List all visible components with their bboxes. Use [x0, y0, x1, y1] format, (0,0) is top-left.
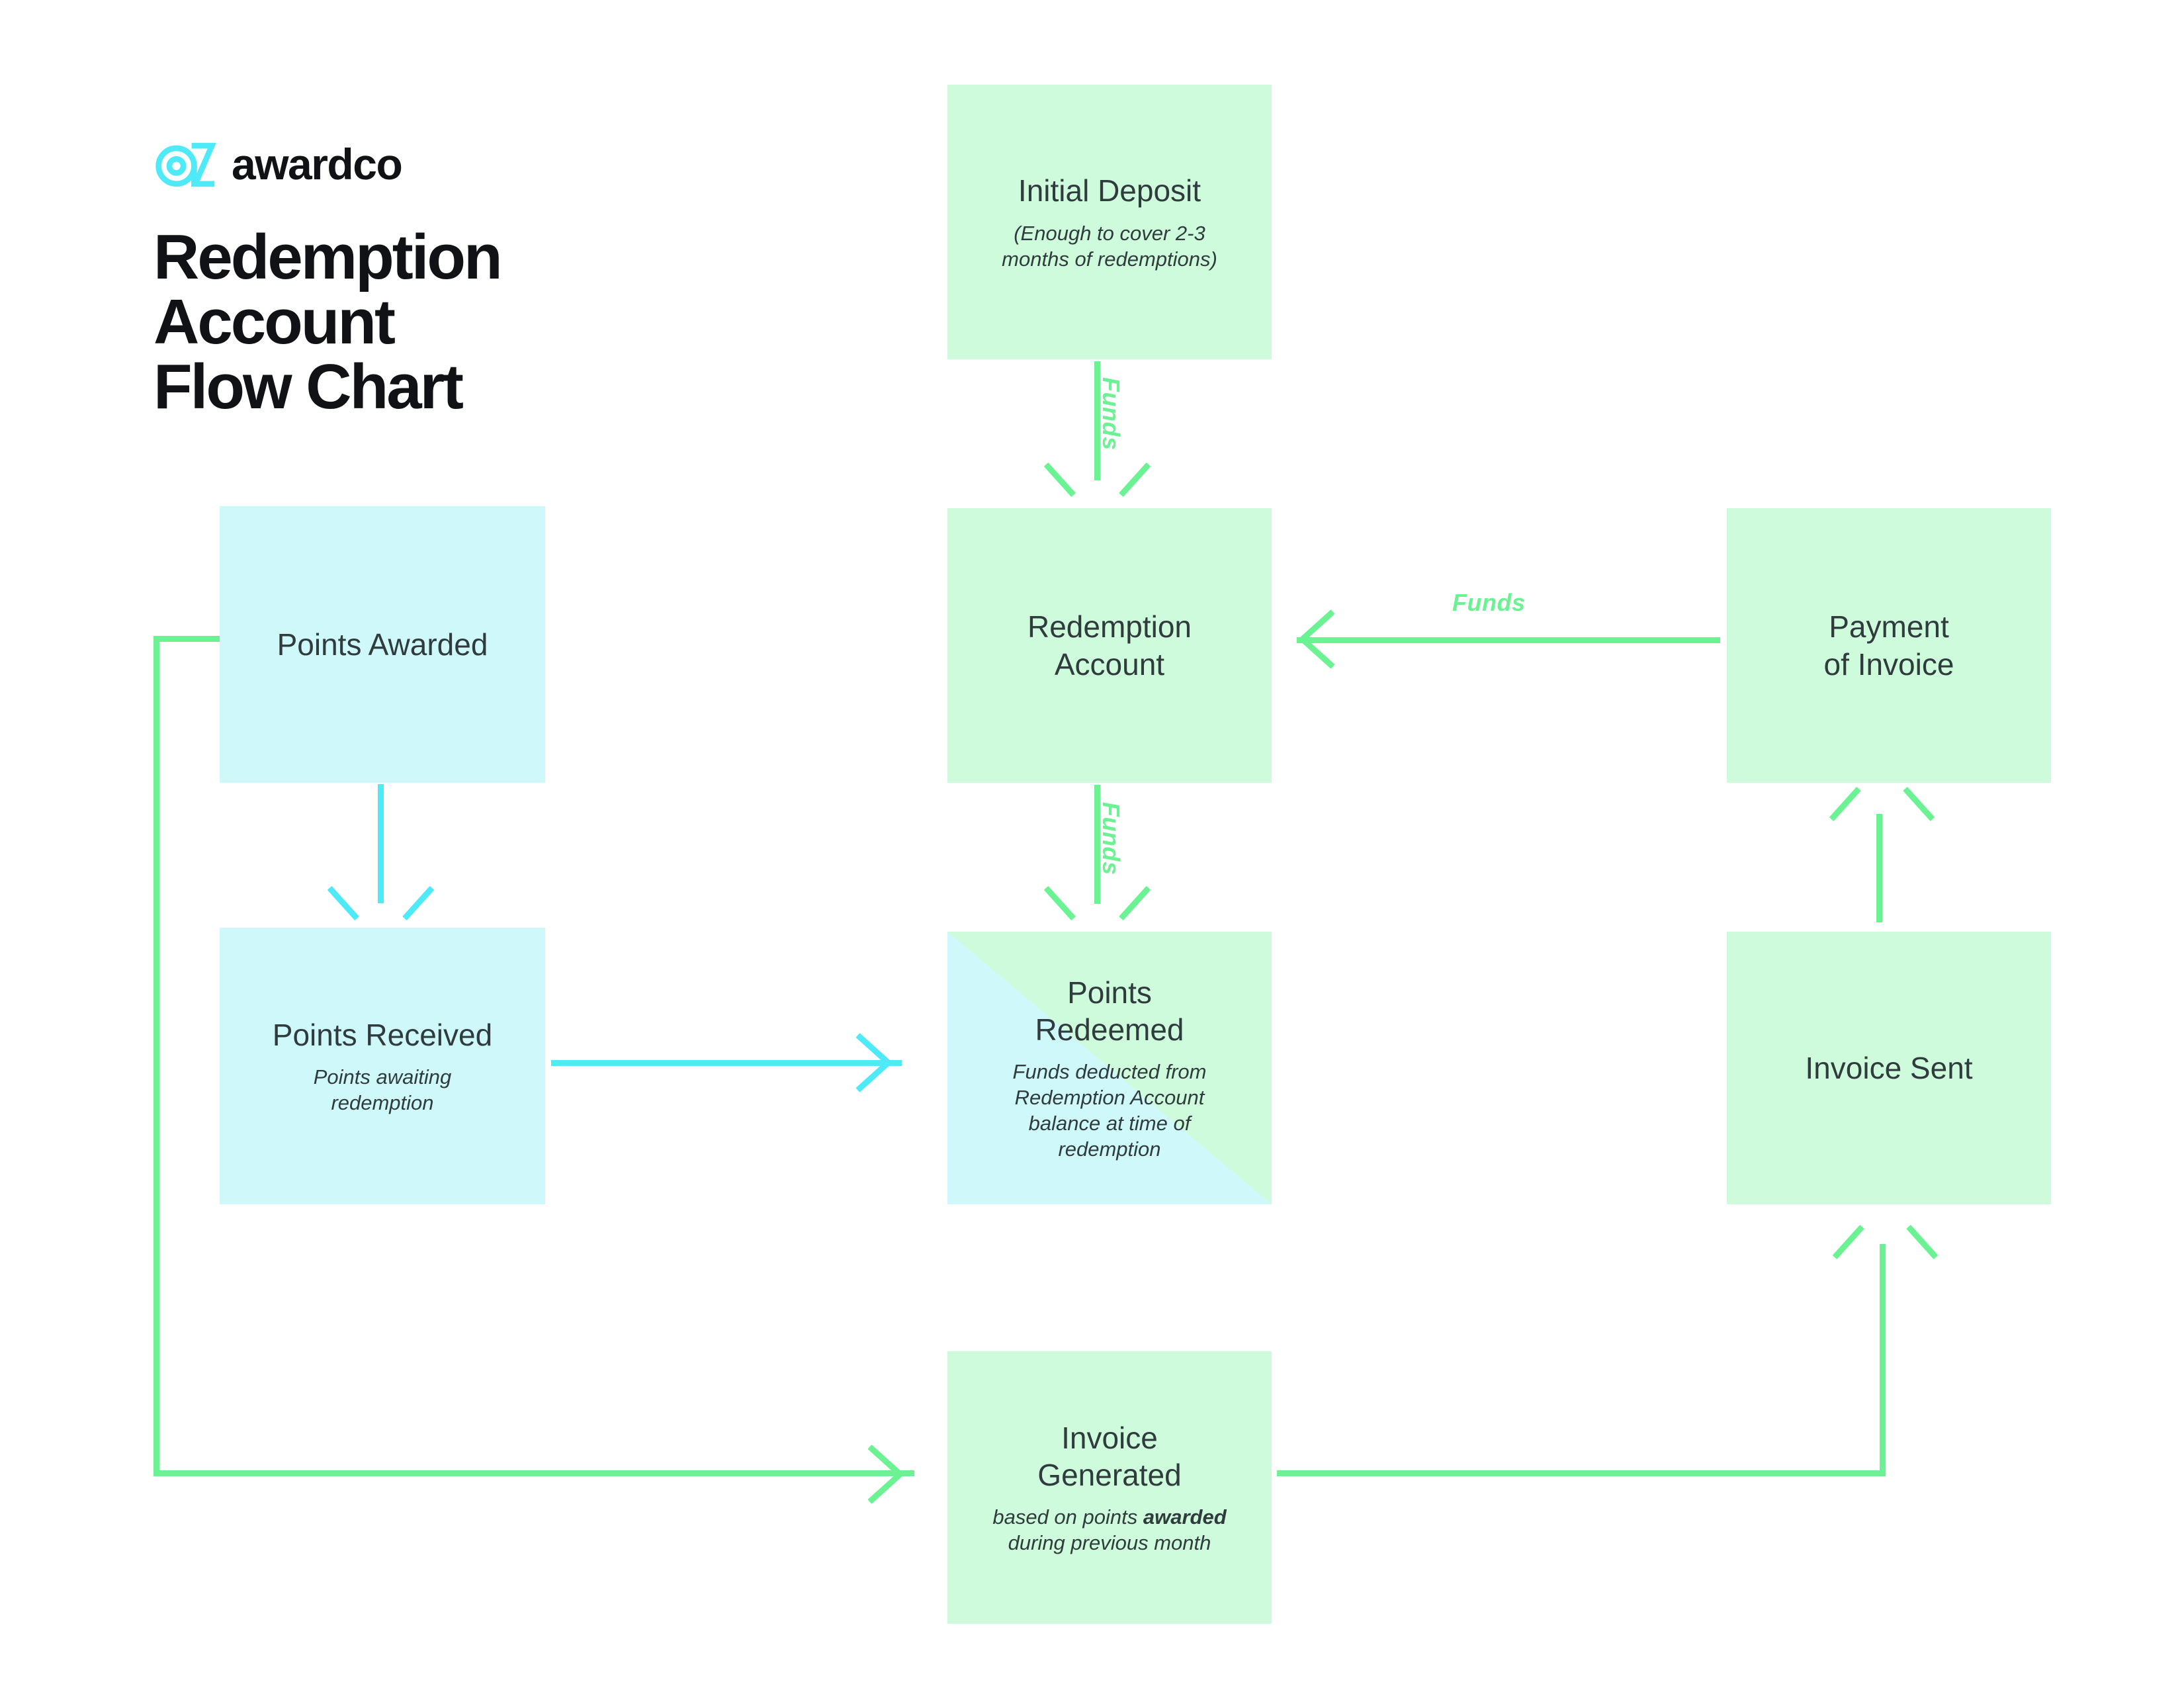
edge-payment-to-redemption-account-arrowhead — [1277, 597, 1335, 682]
node-invoice-generated-title: Invoice Generated — [1037, 1420, 1182, 1492]
node-points-received-title: Points Received — [272, 1017, 493, 1052]
node-redemption-account[interactable]: Redemption Account — [947, 508, 1272, 783]
edge-label-funds-payment: Funds — [1452, 589, 1526, 616]
edge-points-received-to-points-redeemed-line — [551, 1060, 902, 1066]
edge-points-awarded-to-points-received-line — [378, 784, 384, 903]
node-points-redeemed-title: Points Redeemed — [1035, 975, 1184, 1047]
page-title: Redemption Account Flow Chart — [153, 222, 503, 422]
edge-points-awarded-loop-top — [153, 636, 225, 642]
edge-invoice-sent-to-payment-arrowhead — [1829, 785, 1935, 831]
node-initial-deposit-title: Initial Deposit — [1018, 173, 1201, 208]
node-initial-deposit-subtitle: (Enough to cover 2-3 months of redemptio… — [1002, 221, 1217, 271]
brand-header: awardco Redemption Account Flow Chart — [153, 132, 749, 420]
edge-points-awarded-loop-bottom — [153, 1470, 914, 1476]
edge-points-awarded-loop-left — [153, 636, 159, 1476]
node-initial-deposit[interactable]: Initial Deposit (Enough to cover 2-3 mon… — [947, 85, 1272, 359]
node-points-redeemed[interactable]: Points Redeemed Funds deducted from Rede… — [947, 932, 1272, 1204]
node-points-redeemed-subtitle: Funds deducted from Redemption Account b… — [1012, 1060, 1207, 1161]
node-payment-of-invoice[interactable]: Payment of Invoice — [1727, 508, 2051, 783]
logo-wordmark: awardco — [232, 140, 403, 189]
edge-payment-to-redemption-account-line — [1297, 637, 1720, 643]
edge-points-awarded-to-invoice-generated-arrowhead — [867, 1433, 926, 1518]
node-redemption-account-title: Redemption Account — [1027, 609, 1192, 682]
awardco-alpha-logo-icon — [155, 142, 216, 187]
edge-label-funds-deposit: Funds — [1098, 377, 1125, 451]
edge-invoice-generated-to-invoice-sent-bottom — [1277, 1470, 1886, 1476]
node-points-received-subtitle: Points awaiting redemption — [313, 1065, 452, 1115]
edge-points-awarded-to-points-received-arrowhead — [327, 880, 435, 926]
edge-redemption-account-to-points-redeemed-line — [1094, 785, 1100, 904]
node-points-received[interactable]: Points Received Points awaiting redempti… — [220, 928, 545, 1204]
edge-label-funds-redeemed: Funds — [1098, 802, 1125, 875]
node-points-awarded[interactable]: Points Awarded — [220, 506, 545, 783]
node-invoice-sent[interactable]: Invoice Sent — [1727, 932, 2051, 1204]
edge-invoice-generated-to-invoice-sent-arrowhead — [1832, 1222, 1939, 1268]
edge-points-received-to-points-redeemed-arrowhead — [855, 1020, 914, 1105]
edge-initial-deposit-to-redemption-account-line — [1094, 361, 1100, 480]
edge-invoice-generated-to-invoice-sent-riser — [1880, 1244, 1886, 1474]
node-invoice-sent-title: Invoice Sent — [1805, 1050, 1973, 1085]
logo-lockup: awardco — [153, 132, 749, 196]
edge-redemption-account-to-points-redeemed-arrowhead — [1043, 880, 1151, 926]
node-payment-of-invoice-title: Payment of Invoice — [1823, 609, 1954, 682]
edge-initial-deposit-to-redemption-account-arrowhead — [1043, 457, 1151, 503]
edge-invoice-sent-to-payment-line — [1876, 814, 1882, 922]
node-invoice-generated[interactable]: Invoice Generated based on points awarde… — [947, 1351, 1272, 1624]
node-points-awarded-title: Points Awarded — [277, 627, 488, 662]
